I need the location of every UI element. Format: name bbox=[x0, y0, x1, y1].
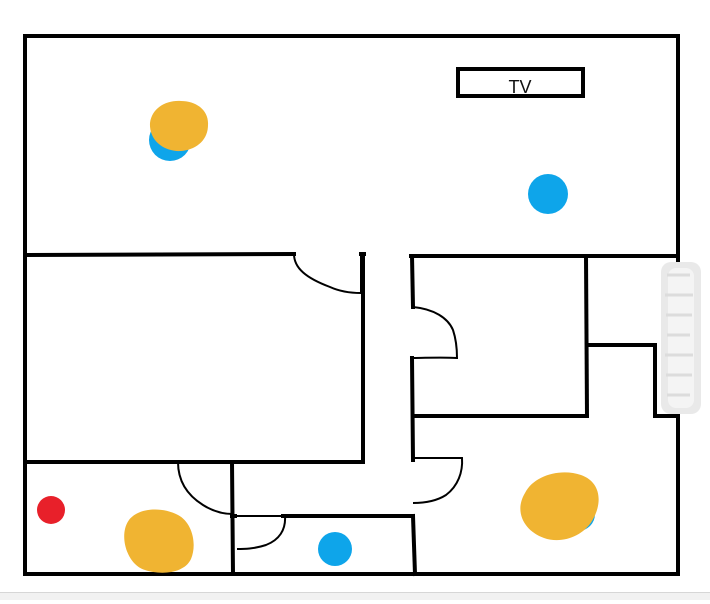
red-dot-bottom-left bbox=[37, 496, 65, 524]
door-swing-right-upper bbox=[412, 306, 459, 360]
tv-label: TV bbox=[508, 77, 531, 97]
door-swing-right-lower bbox=[412, 457, 464, 504]
bottom-area-walls bbox=[229, 459, 418, 577]
yellow-blob-living-top-left bbox=[149, 100, 209, 152]
tv: TV bbox=[456, 67, 585, 98]
left-middle-room-walls bbox=[25, 251, 366, 464]
bottom-strip bbox=[0, 592, 710, 600]
right-upper-room-walls bbox=[409, 253, 679, 463]
blue-dot-living-right bbox=[528, 174, 568, 214]
tv-box bbox=[456, 67, 585, 98]
erased-wall-patch bbox=[661, 262, 701, 414]
door-swing-left-middle bbox=[293, 253, 362, 294]
door-swing-bottom-left bbox=[177, 461, 234, 515]
yellow-blob-bottom-right bbox=[520, 472, 599, 541]
blue-dot-bottom-middle bbox=[318, 532, 352, 566]
yellow-blob-bottom-left bbox=[124, 509, 194, 573]
markers bbox=[37, 100, 599, 573]
door-swing-bottom-middle bbox=[236, 515, 287, 550]
